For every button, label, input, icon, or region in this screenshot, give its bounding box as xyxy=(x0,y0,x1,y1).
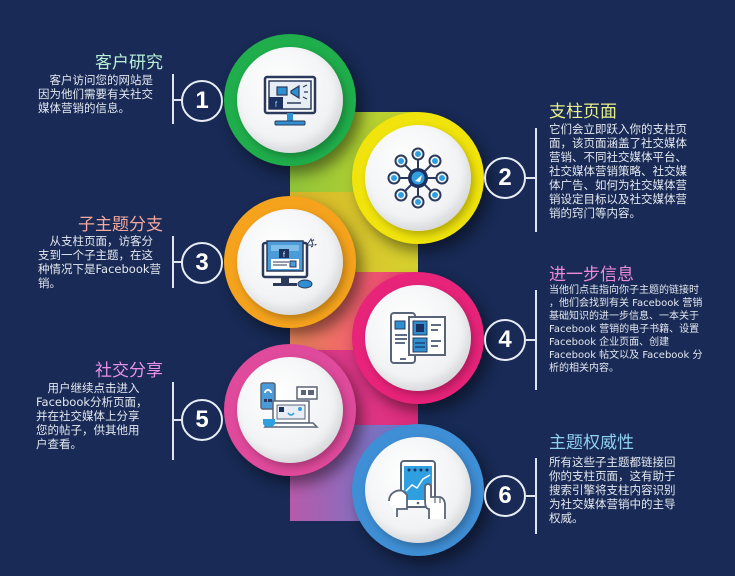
step-5-number-badge: 5 xyxy=(181,399,223,441)
step-2-title: 支柱页面 xyxy=(549,102,617,122)
step-6-disc xyxy=(365,437,471,543)
svg-text:f: f xyxy=(275,100,278,109)
step-1-disc: f xyxy=(237,47,343,153)
step-5-disc xyxy=(237,357,343,463)
step-6-title: 主题权威性 xyxy=(549,433,634,453)
step-2-bracket xyxy=(535,128,537,232)
step-3-ring: f xyxy=(224,196,356,328)
step-6-ring xyxy=(352,424,484,556)
network-hub-icon xyxy=(387,147,449,209)
tablet-document-icon xyxy=(390,312,446,364)
step-1-number-badge: 1 xyxy=(181,80,223,122)
step-2-ring xyxy=(352,112,484,244)
step-3-number-badge: 3 xyxy=(181,242,223,284)
step-5-description: 用户继续点击进入 Facebook分析页面， 并在社交媒体上分享 您的帖子，供其… xyxy=(36,381,148,451)
step-3-connector xyxy=(172,261,182,263)
step-6-description: 所有这些子主题都链接回 你的支柱页面，这有助于 搜索引擎将支柱内容识别 为社交媒… xyxy=(549,455,676,525)
step-6-number-badge: 6 xyxy=(484,475,526,517)
step-2-number-badge: 2 xyxy=(484,157,526,199)
step-5-ring xyxy=(224,344,356,476)
step-2-disc xyxy=(365,125,471,231)
step-1-ring: f xyxy=(224,34,356,166)
step-5-connector xyxy=(172,419,182,421)
step-4-connector xyxy=(526,339,536,341)
step-4-number-badge: 4 xyxy=(484,319,526,361)
monitor-megaphone-icon: f xyxy=(263,75,317,126)
step-4-title: 进一步信息 xyxy=(549,265,634,285)
step-3-title: 子主题分支 xyxy=(78,215,163,235)
step-4-disc xyxy=(365,285,471,391)
step-1-title: 客户研究 xyxy=(95,53,163,73)
step-6-connector xyxy=(526,495,536,497)
step-5-title: 社交分享 xyxy=(95,361,163,381)
step-4-description: 当他们点击指向你子主题的链接时 ，他们会找到有关 Facebook 营销 基础知… xyxy=(549,285,703,374)
step-3-disc: f xyxy=(237,209,343,315)
devices-sharing-icon xyxy=(260,382,319,428)
step-4-bracket xyxy=(535,290,537,390)
step-1-connector xyxy=(172,99,182,101)
step-1-description: 客户访问您的网站是 因为他们需要有关社交 媒体营销的信息。 xyxy=(38,73,153,115)
step-3-description: 从支柱页面，访客分 支到一个子主题，在这 种情况下是Facebook营 销。 xyxy=(38,234,162,290)
step-4-ring xyxy=(352,272,484,404)
step-2-description: 它们会立即跃入你的支柱页 面，该页面涵盖了社交媒体 营销、不同社交媒体平台、 社… xyxy=(549,122,687,220)
tablet-chart-hands-icon xyxy=(388,460,446,519)
monitor-cursor-icon: f xyxy=(261,237,318,289)
step-2-connector xyxy=(526,177,536,179)
svg-text:f: f xyxy=(283,252,285,259)
step-5-bracket xyxy=(172,382,174,460)
step-6-bracket xyxy=(535,458,537,534)
